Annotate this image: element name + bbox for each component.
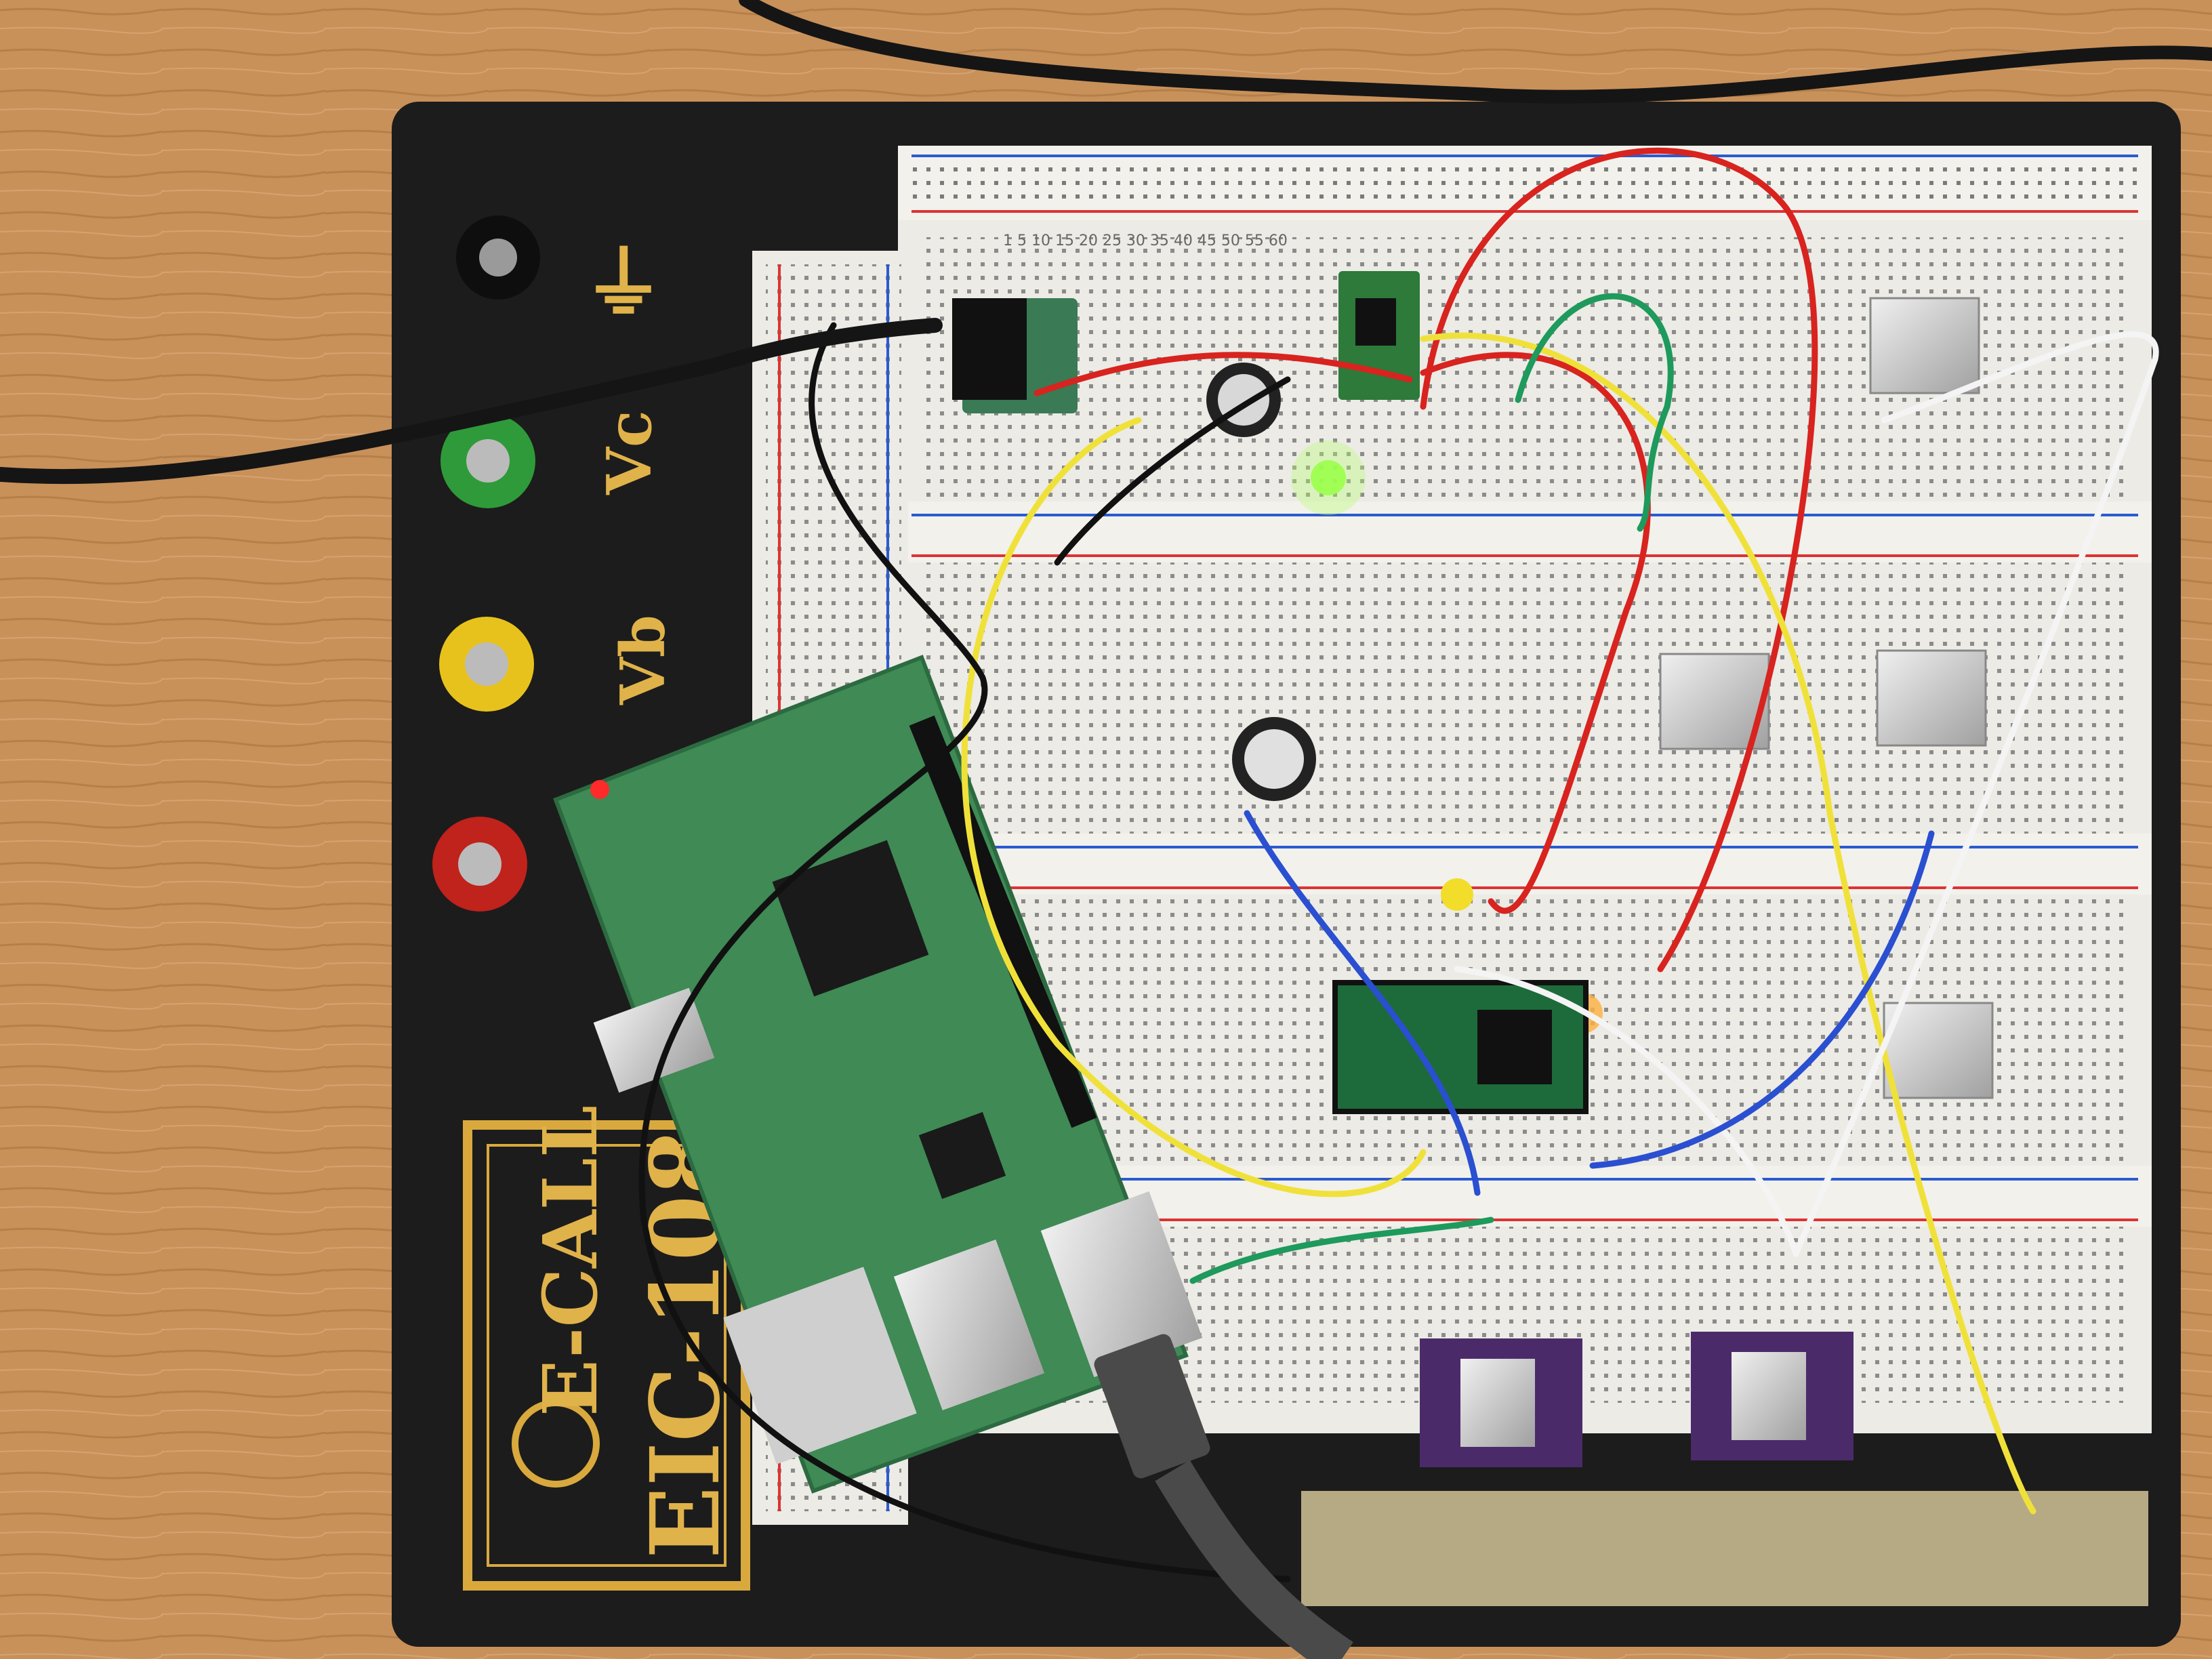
terminal-vc-label: Vc — [594, 410, 665, 495]
wire-green-1 — [1515, 293, 1674, 532]
button-module-1[interactable] — [1869, 297, 1980, 394]
wire-blue-1 — [1244, 810, 1481, 1196]
wire-red-1 — [1420, 147, 1818, 972]
wire-green-2 — [1189, 1216, 1494, 1284]
ground-symbol: ⏚ — [583, 236, 664, 331]
wire-blue-2 — [1589, 830, 1935, 1169]
pi-gpio-header — [909, 715, 1097, 1128]
wire-red-2 — [1420, 352, 1651, 914]
pi-usb-ports — [723, 1191, 1203, 1465]
column-numbers: 1 5 10 15 20 25 30 35 40 45 50 55 60 — [1003, 232, 1288, 249]
eic-logo — [512, 1399, 600, 1488]
wire-white-2 — [1454, 966, 1799, 1257]
stepper-driver-2 — [1691, 1332, 1853, 1460]
led-green — [1311, 460, 1346, 495]
terminal-ground[interactable] — [456, 216, 540, 300]
button-module-2[interactable] — [1659, 653, 1770, 750]
led-yellow — [1441, 878, 1473, 911]
capacitor-top — [1206, 363, 1281, 437]
terminal-vb-label: Vb — [607, 615, 679, 705]
capacitor-middle — [1232, 717, 1316, 801]
terminal-vb[interactable] — [439, 617, 534, 712]
terminal-va[interactable] — [432, 817, 527, 912]
barrel-jack-module — [952, 298, 1078, 413]
pi-power-led — [590, 780, 609, 799]
wires — [638, 147, 2159, 1582]
wire-red-3 — [1033, 352, 1413, 396]
led-green-glow — [1291, 441, 1366, 515]
power-cable — [0, 0, 2212, 485]
pi-chip-small — [918, 1111, 1006, 1200]
terminal-vc[interactable] — [441, 413, 535, 508]
masking-tape — [1301, 1491, 2148, 1606]
brand-text: E-CALL — [527, 1105, 614, 1416]
wire-black-1 — [638, 322, 1291, 1582]
wire-yellow-2 — [961, 417, 1427, 1197]
pi-soc-chip — [772, 840, 929, 997]
button-module-3[interactable] — [1876, 649, 1987, 747]
wire-white-1 — [1793, 331, 2159, 1257]
teensy-board — [1332, 980, 1589, 1114]
wire-yellow-1 — [1420, 332, 2036, 1515]
button-module-4[interactable] — [1883, 1002, 1994, 1099]
usb-cable — [1094, 1334, 1353, 1659]
stepper-driver-1 — [1420, 1338, 1582, 1467]
wire-black-2 — [1054, 376, 1291, 566]
raspberry-pi-board — [553, 655, 1203, 1494]
